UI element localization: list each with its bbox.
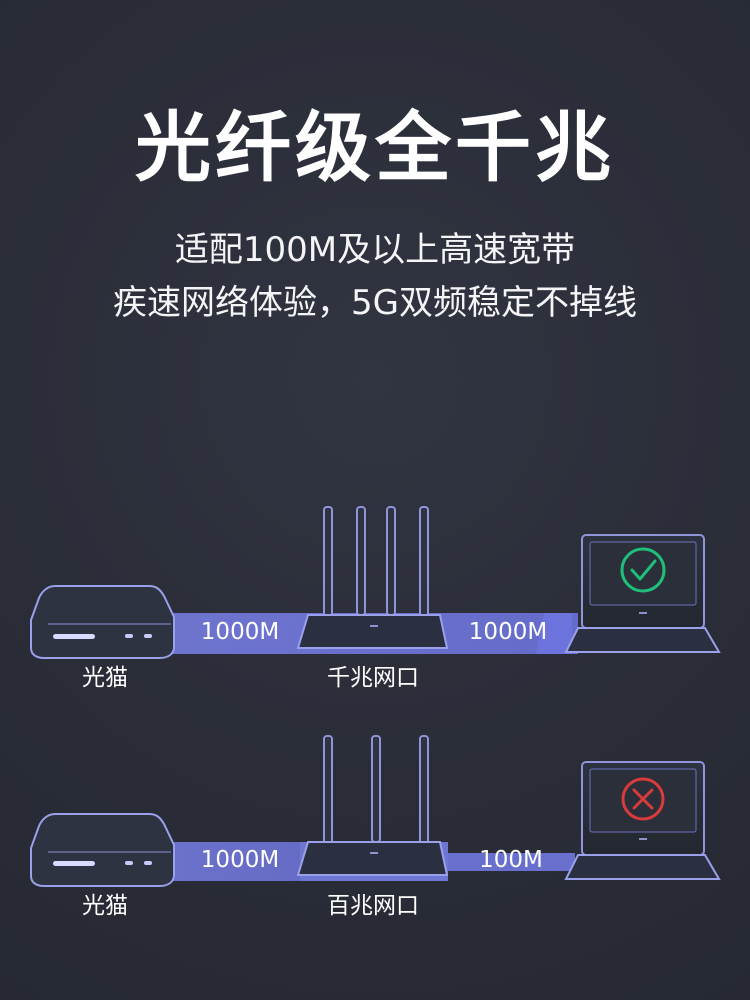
check-icon	[620, 547, 666, 593]
row-1-right-speed: 1000M	[468, 619, 548, 645]
modem-icon	[30, 813, 175, 887]
row-2-left-speed: 1000M	[200, 847, 280, 873]
row-1-router-label: 千兆网口	[327, 665, 419, 691]
modem-icon	[30, 585, 175, 659]
row-2-connection	[30, 735, 721, 887]
row-2-right-speed: 100M	[479, 847, 543, 873]
row-2-router-label: 百兆网口	[327, 893, 419, 919]
subtitle-line-1: 适配100M及以上高速宽带	[174, 230, 576, 270]
cross-icon	[621, 777, 665, 821]
row-1-connection	[30, 506, 721, 659]
router-icon	[296, 506, 449, 649]
row-2-modem-label: 光猫	[82, 893, 128, 919]
laptop-icon	[564, 534, 721, 653]
router-icon	[296, 735, 449, 876]
laptop-icon	[564, 761, 721, 880]
row-1-left-speed: 1000M	[200, 619, 280, 645]
row-1-modem-label: 光猫	[82, 665, 128, 691]
subtitle-line-2: 疾速网络体验，5G双频稳定不掉线	[113, 283, 637, 323]
page-title: 光纤级全千兆	[135, 103, 615, 192]
